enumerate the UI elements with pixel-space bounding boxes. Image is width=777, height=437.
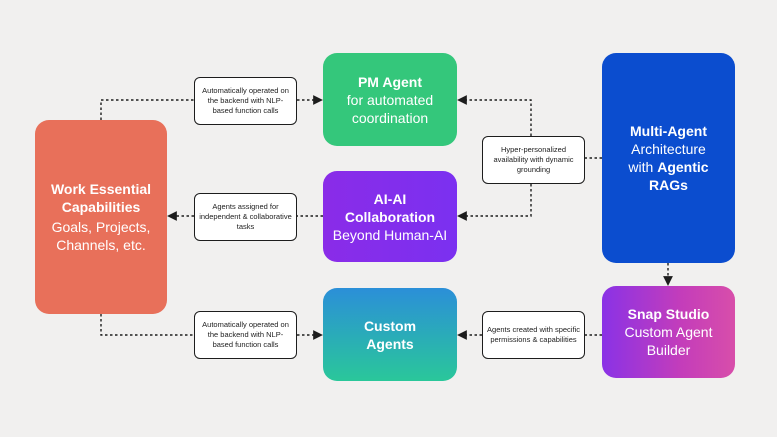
ai-title: AI-AI Collaboration	[344, 190, 436, 225]
label-snap-to-custom: Agents created with specific permissions…	[482, 311, 585, 359]
label-ai-to-work: Agents assigned for independent & collab…	[194, 193, 297, 241]
pm-agent-box: PM Agent for automated coordination	[323, 53, 457, 146]
multi-agent-architecture-box: Multi-Agent Architecture with Agentic RA…	[602, 53, 735, 263]
custom-agents-box: Custom Agents	[323, 288, 457, 381]
snap-title: Snap Studio	[627, 306, 710, 322]
connector-label4-to-pm	[457, 95, 532, 136]
pm-subtitle: for automated coordination	[346, 91, 434, 126]
label-work-to-pm: Automatically operated on the backend wi…	[194, 77, 297, 125]
snap-subtitle: Custom Agent Builder	[624, 324, 713, 358]
work-subtitle: Goals, Projects, Channels, etc.	[51, 219, 151, 253]
work-title: Work Essential Capabilities	[50, 181, 152, 215]
label-work-to-custom: Automatically operated on the backend wi…	[194, 311, 297, 359]
multi-line2: Architecture	[631, 141, 706, 157]
connector-work-to-custom	[100, 314, 194, 336]
multi-line3-bold: Agentic	[657, 159, 709, 175]
custom-title: Custom Agents	[363, 317, 417, 352]
multi-line4: RAGs	[649, 177, 688, 193]
multi-line1: Multi-Agent	[630, 123, 707, 139]
multi-line3: with Agentic	[628, 158, 708, 176]
pm-title: PM Agent	[357, 73, 423, 90]
connector-work-to-pm	[100, 99, 194, 120]
multi-line3-prefix: with	[628, 159, 654, 175]
snap-studio-box: Snap Studio Custom Agent Builder	[602, 286, 735, 378]
ai-collaboration-box: AI-AI Collaboration Beyond Human-AI	[323, 171, 457, 262]
connector-label4-to-ai	[457, 184, 532, 221]
work-essential-capabilities-box: Work Essential Capabilities Goals, Proje…	[35, 120, 167, 314]
ai-subtitle: Beyond Human-AI	[332, 226, 448, 243]
label-multi-to-pm-ai: Hyper-personalized availability with dyn…	[482, 136, 585, 184]
